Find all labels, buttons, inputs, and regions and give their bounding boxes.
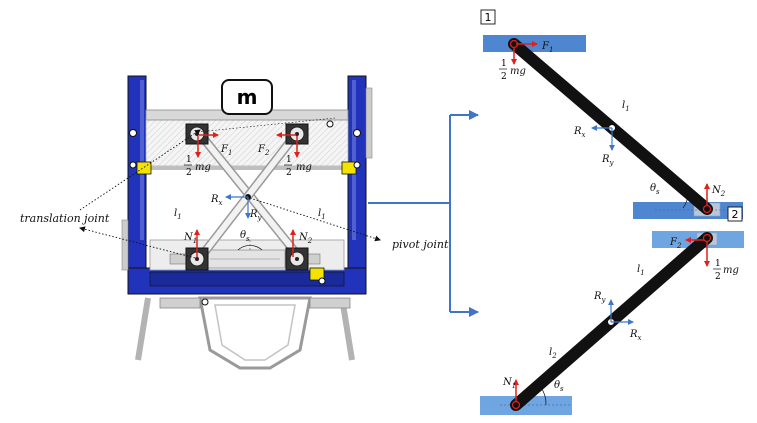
machine-N2-label: N2 xyxy=(298,232,313,245)
free-body-diagram-2: 2 F2 1 2 mg l1 Ry Rx l2 N1 θs xyxy=(480,206,744,415)
fbd2-Ry-label: Ry xyxy=(593,291,607,304)
mg-text: mg xyxy=(510,66,526,77)
fbd1-number-box xyxy=(480,9,496,25)
translation-joint-label: translation joint xyxy=(20,212,110,225)
pivot-joint-label: pivot joint xyxy=(392,238,449,251)
mg-text: mg xyxy=(723,265,739,276)
machine-N1-label: N1 xyxy=(183,232,197,245)
mass-label: m xyxy=(237,85,258,109)
machine-F2-label: F2 xyxy=(257,144,270,157)
fbd1-number: 1 xyxy=(485,11,492,24)
machine-l1-right-label: l1 xyxy=(318,208,326,221)
machine-illustration: m F1 F2 1 2 mg 1 xyxy=(20,75,449,370)
fbd2-Rx-label: Rx xyxy=(629,329,642,342)
fbd2-number-box xyxy=(727,206,743,222)
machine-Ry-label: Ry xyxy=(249,209,263,222)
fbd2-N-label: N1 xyxy=(502,377,516,390)
fbd1-Rx-label: Rx xyxy=(573,126,586,139)
half-denominator: 2 xyxy=(501,72,507,82)
fbd2-l2-label: l2 xyxy=(549,347,557,360)
mg-text: mg xyxy=(195,162,211,173)
fbd2-theta-label: θs xyxy=(554,380,564,393)
fbd2-F-label: F2 xyxy=(669,237,682,250)
machine-forces xyxy=(194,132,300,257)
callout-lines xyxy=(79,117,381,259)
half-denominator: 2 xyxy=(186,168,192,178)
half-numerator: 1 xyxy=(715,259,721,269)
lower-support xyxy=(135,296,355,370)
fbd2-number: 2 xyxy=(732,208,739,221)
machine-labels: F1 F2 1 2 mg 1 2 mg Rx Ry θs l1 l1 N1 N2 xyxy=(174,144,326,245)
half-numerator: 1 xyxy=(501,59,507,69)
half-numerator: 1 xyxy=(186,155,192,165)
fbd1-N-label: N2 xyxy=(711,185,726,198)
fbd1-theta-arc xyxy=(682,192,689,209)
fbd1-theta-label: θs xyxy=(650,183,660,196)
machine-Rx-label: Rx xyxy=(210,194,223,207)
fbd1-F-label: F1 xyxy=(541,41,553,54)
free-body-diagram-1: 1 F1 1 2 mg l1 Rx Ry θs N2 xyxy=(480,9,743,219)
machine-half-mg-right: 1 2 mg xyxy=(284,155,312,178)
mg-text: mg xyxy=(296,162,312,173)
machine-l1-left-label: l1 xyxy=(174,208,182,221)
half-denominator: 2 xyxy=(715,272,721,282)
machine-theta-label: θs xyxy=(240,230,250,243)
fbd2-theta-arc xyxy=(539,385,547,406)
machine-half-mg-left: 1 2 mg xyxy=(184,155,211,178)
fbd1-Ry-label: Ry xyxy=(601,154,615,167)
yellow-blocks xyxy=(129,120,361,306)
fbd1-half-mg: 1 2 mg xyxy=(499,59,526,82)
half-denominator: 2 xyxy=(286,168,292,178)
outer-frame xyxy=(121,75,373,295)
half-numerator: 1 xyxy=(286,155,292,165)
fbd2-l1-label: l1 xyxy=(637,264,645,277)
scissor-links xyxy=(196,131,304,261)
machine-F1-label: F1 xyxy=(220,144,232,157)
fbd1-l-label: l1 xyxy=(622,100,630,113)
fbd1-bottom-slider xyxy=(633,202,743,219)
inner-plates xyxy=(145,109,349,271)
fbd2-bottom-slider xyxy=(480,396,572,415)
mass-box: m xyxy=(221,79,273,115)
connector-arrows xyxy=(368,110,479,317)
fbd2-half-mg: 1 2 mg xyxy=(713,259,739,282)
bottom-joints xyxy=(185,247,309,271)
